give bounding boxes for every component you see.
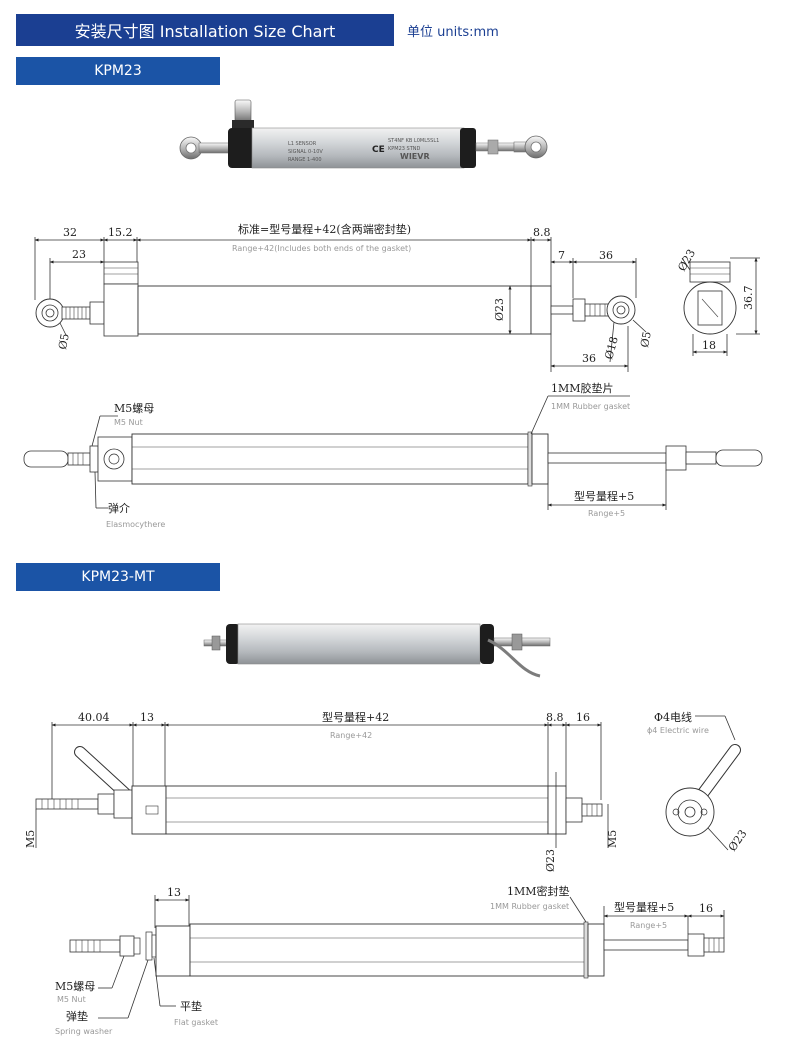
svg-text:13: 13	[140, 711, 154, 724]
svg-text:16: 16	[699, 902, 713, 915]
svg-text:L1 SENSOR: L1 SENSOR	[288, 141, 317, 147]
svg-text:36: 36	[599, 249, 613, 262]
kpm23-product-photo: L1 SENSOR SIGNAL 0-10V RANGE 1-400 ST4NF…	[179, 99, 548, 169]
svg-text:KPM23 STND: KPM23 STND	[388, 146, 421, 152]
kpm23mt-side-view: Φ4电线 ϕ4 Electric wire Ø23	[647, 710, 750, 854]
kpm23-front-drawing: 32 15.2 23 标准=型号量程+42(含两端密封垫) Range+42(I…	[34, 222, 654, 372]
svg-text:平垫: 平垫	[180, 999, 202, 1013]
svg-text:1MM胶垫片: 1MM胶垫片	[551, 381, 614, 395]
svg-text:Elasmocythere: Elasmocythere	[106, 520, 165, 529]
units-label: 单位 units:mm	[407, 25, 499, 40]
kpm23-install-view: 1MM胶垫片 1MM Rubber gasket M5螺母 M5 Nut 弹介 …	[23, 381, 763, 529]
kpm23mt-front-drawing: 40.04 13 型号量程+42 Range+42 8.8 16 Ø23	[24, 710, 619, 872]
kpm23mt-install-view: 13 1MM密封垫 1MM Rubber gasket 型号量程+5 R	[55, 884, 725, 1036]
svg-text:型号量程+5: 型号量程+5	[614, 900, 674, 914]
svg-text:Ø5: Ø5	[638, 330, 654, 348]
kpm23mt-product-photo	[203, 623, 551, 678]
svg-text:M5螺母: M5螺母	[114, 402, 154, 415]
svg-text:Ø23: Ø23	[726, 827, 750, 853]
svg-text:Ø5: Ø5	[56, 332, 72, 350]
page-title: 安装尺寸图 Installation Size Chart	[16, 14, 394, 46]
svg-text:23: 23	[72, 248, 86, 261]
kpm23-side-view: 18 36.7 Ø23	[675, 247, 760, 356]
svg-text:M5: M5	[606, 830, 619, 848]
svg-text:36: 36	[582, 352, 596, 365]
svg-text:SIGNAL 0-10V: SIGNAL 0-10V	[288, 149, 323, 155]
svg-text:RANGE 1-400: RANGE 1-400	[288, 157, 322, 163]
svg-text:M5螺母: M5螺母	[55, 980, 95, 993]
svg-text:16: 16	[576, 711, 590, 724]
svg-text:8.8: 8.8	[533, 226, 551, 239]
svg-text:13: 13	[167, 886, 181, 899]
svg-text:1MM Rubber gasket: 1MM Rubber gasket	[490, 902, 569, 911]
svg-text:7: 7	[558, 249, 565, 262]
svg-text:8.8: 8.8	[546, 711, 564, 724]
svg-text:Range+42: Range+42	[330, 731, 372, 740]
svg-text:18: 18	[702, 339, 716, 352]
svg-text:Range+5: Range+5	[588, 509, 625, 518]
svg-text:标准=型号量程+42(含两端密封垫): 标准=型号量程+42(含两端密封垫)	[238, 222, 411, 236]
svg-text:Ø23: Ø23	[493, 298, 506, 321]
svg-text:Flat gasket: Flat gasket	[174, 1018, 218, 1027]
svg-text:ϕ4 Electric wire: ϕ4 Electric wire	[647, 726, 709, 735]
svg-text:Range+42(Includes both ends of: Range+42(Includes both ends of the gaske…	[232, 244, 411, 253]
svg-text:弹介: 弹介	[108, 501, 130, 515]
svg-text:1MM密封垫: 1MM密封垫	[507, 884, 570, 898]
svg-text:弹垫: 弹垫	[66, 1009, 88, 1023]
svg-text:Ø23: Ø23	[544, 849, 557, 872]
svg-text:M5 Nut: M5 Nut	[57, 995, 86, 1004]
svg-text:CE: CE	[372, 145, 385, 155]
svg-text:32: 32	[63, 226, 77, 239]
section-title-kpm23mt: KPM23-MT	[16, 563, 220, 591]
svg-text:M5 Nut: M5 Nut	[114, 418, 143, 427]
svg-text:40.04: 40.04	[78, 711, 110, 724]
svg-text:Ø18: Ø18	[602, 335, 621, 361]
svg-text:Range+5: Range+5	[630, 921, 667, 930]
section-title-kpm23: KPM23	[16, 57, 220, 85]
svg-text:15.2: 15.2	[108, 226, 133, 239]
svg-text:M5: M5	[24, 830, 37, 848]
svg-text:ST4NF KB L0ML5SL1: ST4NF KB L0ML5SL1	[388, 138, 439, 144]
svg-text:型号量程+5: 型号量程+5	[574, 489, 634, 503]
svg-text:36.7: 36.7	[742, 286, 755, 311]
svg-text:型号量程+42: 型号量程+42	[322, 710, 389, 724]
svg-text:WIEVR: WIEVR	[400, 152, 430, 161]
svg-text:Φ4电线: Φ4电线	[654, 710, 692, 724]
svg-text:Spring washer: Spring washer	[55, 1027, 113, 1036]
svg-text:1MM Rubber gasket: 1MM Rubber gasket	[551, 402, 630, 411]
